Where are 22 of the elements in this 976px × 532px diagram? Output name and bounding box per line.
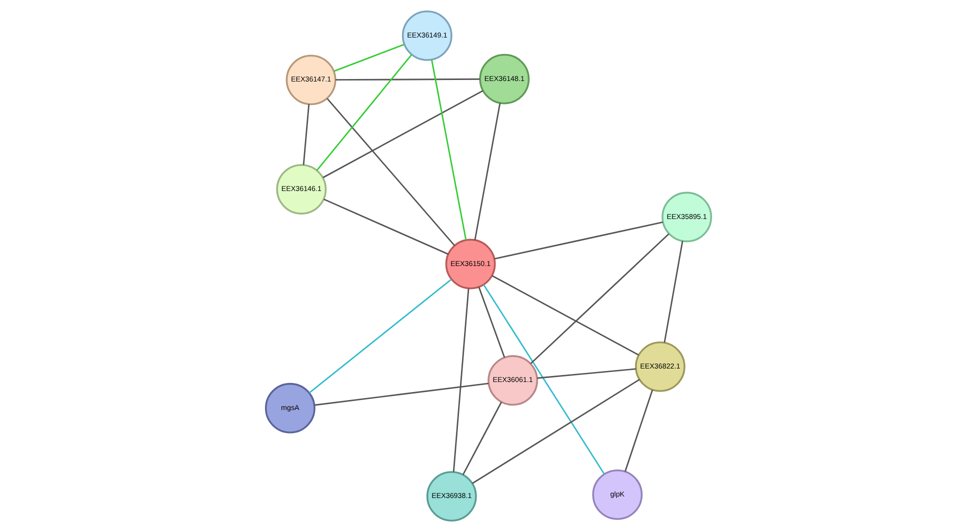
- connector: [326, 98, 455, 246]
- connector: [308, 278, 452, 394]
- connector: [491, 275, 638, 356]
- connector: [323, 198, 448, 255]
- connector: [663, 240, 683, 343]
- connector: [314, 382, 488, 406]
- connector: [536, 368, 636, 379]
- connector: [474, 102, 500, 240]
- connector: [452, 288, 469, 472]
- connector: [333, 44, 404, 72]
- connector: [322, 90, 483, 178]
- connector: [624, 390, 653, 472]
- connector: [494, 222, 662, 260]
- connector: [316, 54, 412, 171]
- connector: [302, 104, 310, 165]
- connector: [335, 78, 480, 81]
- connector: [472, 378, 640, 484]
- connector: [430, 60, 466, 240]
- connector: [530, 233, 669, 364]
- connector: [478, 286, 505, 358]
- connector: [482, 284, 604, 474]
- connector: [462, 402, 502, 476]
